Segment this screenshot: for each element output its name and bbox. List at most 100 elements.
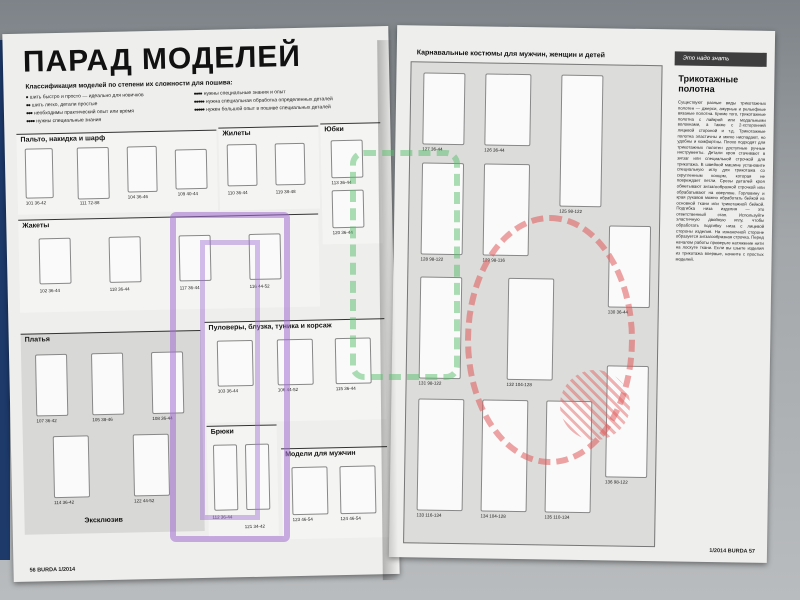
- figure-label: 101 36-42: [25, 200, 47, 206]
- pattern-figure: [150, 351, 185, 415]
- section-skirts: Юбки 113 36-44 120 36-44: [320, 122, 383, 245]
- pattern-figure: [482, 163, 531, 257]
- difficulty-legend-left: ●шить быстро и просто — идеально для нов…: [26, 90, 187, 125]
- pattern-figure: [216, 339, 254, 387]
- figure-label: 105 38-46: [92, 416, 113, 423]
- figure-label: 130 36-44: [607, 309, 629, 315]
- figure-label: 116 44-52: [249, 283, 270, 289]
- page-footer-right: 1/2014 BURDA 57: [709, 548, 756, 555]
- pattern-figure: [38, 237, 72, 285]
- pattern-figure: [52, 435, 91, 499]
- classification-heading: Классификация моделей по степени их слож…: [25, 79, 233, 91]
- pattern-figure: [91, 352, 125, 416]
- pattern-figure: [24, 148, 54, 199]
- figure-label: 127 36-44: [422, 146, 443, 152]
- pattern-figure: [76, 146, 110, 200]
- sidebar-body-text: Существуют разные виды трикотажных полот…: [675, 99, 767, 262]
- right-page: Карнавальные костюмы для мужчин, женщин …: [388, 25, 776, 563]
- pattern-figure: [291, 466, 329, 516]
- pattern-figure: [416, 398, 465, 512]
- figure-label: 114 36-42: [54, 499, 75, 506]
- figure-label: 128 98-122: [420, 256, 444, 262]
- section-title-dresses: Платья: [24, 336, 50, 344]
- figure-label: 108 36-44: [152, 415, 173, 422]
- section-vests: Жилеты 110 36-44 119 38-48: [218, 125, 321, 211]
- pattern-figure: [126, 145, 158, 193]
- section-jackets: Жакеты 102 36-44 118 36-44 117 36-44 116…: [18, 213, 321, 313]
- pattern-figure: [174, 148, 208, 190]
- pattern-figure: [244, 443, 271, 511]
- figure-label: 120 36-44: [332, 229, 353, 236]
- pattern-figure: [418, 276, 463, 380]
- pattern-figure: [330, 139, 364, 179]
- figure-label: 124 46-54: [340, 515, 361, 522]
- section-title-pullovers: Пуловеры, блузка, туника и корсаж: [208, 322, 332, 332]
- figure-label: 115 36-44: [335, 385, 356, 392]
- section-title-trousers: Брюки: [210, 428, 234, 436]
- pattern-figure: [484, 73, 532, 147]
- section-title-men: Модели для мужчин: [285, 449, 356, 459]
- section-title-jackets: Жакеты: [22, 222, 50, 230]
- pattern-figure: [480, 399, 529, 513]
- figure-label: 133 116-134: [416, 512, 442, 518]
- figure-label: 119 38-48: [275, 188, 296, 195]
- section-title-coats: Пальто, накидка и шарф: [20, 134, 106, 144]
- adjacent-magazine-edge: [0, 40, 10, 560]
- pattern-figure: [212, 444, 239, 511]
- section-pullovers: Пуловеры, блузка, туника и корсаж 103 36…: [204, 318, 387, 423]
- figure-label: 113 36-44: [331, 179, 352, 186]
- figure-label: 111 72-88: [79, 200, 100, 206]
- pattern-figure: [226, 143, 258, 187]
- figure-label: 103 36-44: [217, 388, 239, 394]
- section-title-vests: Жилеты: [222, 129, 251, 138]
- pattern-figure: [544, 400, 593, 514]
- pattern-figure: [132, 433, 171, 497]
- section-dresses: Платья 107 36-42 105 38-46 108 36-44 114…: [20, 330, 205, 535]
- pattern-figure: [422, 72, 466, 146]
- page-footer-left: 56 BURDA 1/2014: [29, 566, 76, 574]
- figure-label: 118 36-44: [109, 286, 130, 292]
- carnival-section-title: Карнавальные костюмы для мужчин, женщин …: [416, 49, 606, 60]
- pattern-figure: [506, 277, 555, 381]
- difficulty-legend-right: ●●●●нужны специальные знания и опыт ●●●●…: [194, 86, 374, 114]
- sidebar-title: Трикотажные полотна: [678, 73, 739, 95]
- figure-label: 132 104-128: [506, 381, 532, 388]
- figure-label: 112 36-44: [212, 514, 233, 520]
- left-page: ПАРАД МОДЕЛЕЙ Классификация моделей по с…: [2, 26, 400, 582]
- pattern-figure: [420, 162, 465, 256]
- pattern-figure: [248, 233, 282, 280]
- figure-label: 121 34-42: [244, 523, 266, 530]
- figure-label: 122 44-52: [134, 498, 155, 504]
- figure-label: 110 36-44: [227, 189, 248, 196]
- pattern-figure: [331, 189, 365, 229]
- pattern-figure: [559, 74, 604, 208]
- figure-label: 134 104-128: [480, 513, 506, 519]
- figure-label: 123 46-54: [292, 516, 313, 523]
- figure-label: 125 98-122: [559, 208, 583, 214]
- figure-label: 117 36-44: [179, 285, 200, 291]
- section-coats: Пальто, накидка и шарф 101 36-42 111 72-…: [16, 129, 219, 215]
- pattern-figure: [607, 225, 652, 309]
- figure-label: 129 98-116: [482, 257, 505, 263]
- section-title-skirts: Юбки: [324, 125, 344, 134]
- figure-label: 126 36-44: [484, 147, 505, 153]
- pattern-figure: [274, 142, 306, 186]
- pattern-figure: [108, 236, 142, 283]
- figure-label: 109 40-44: [177, 191, 199, 197]
- figure-label: 102 36-44: [39, 287, 61, 294]
- section-title-exclusive: Эксклюзив: [84, 516, 123, 525]
- figure-label: 136 98-122: [605, 479, 628, 485]
- pattern-figure: [178, 234, 212, 282]
- figure-label: 107 36-42: [36, 418, 57, 424]
- pattern-figure: [35, 353, 69, 417]
- figure-label: 106 44-52: [277, 386, 299, 393]
- pattern-figure: [334, 337, 372, 385]
- pattern-figure: [605, 365, 649, 479]
- figure-label: 131 98-122: [418, 380, 442, 386]
- figure-label: 135 110-134: [544, 514, 570, 520]
- carnival-costume-grid: 127 36-44 126 36-44 125 98-122 128 98-12…: [403, 61, 663, 548]
- sidebar-tab: Это надо знать: [674, 51, 767, 67]
- page-title: ПАРАД МОДЕЛЕЙ: [22, 39, 302, 79]
- pattern-figure: [276, 338, 314, 386]
- pattern-figure: [339, 465, 377, 515]
